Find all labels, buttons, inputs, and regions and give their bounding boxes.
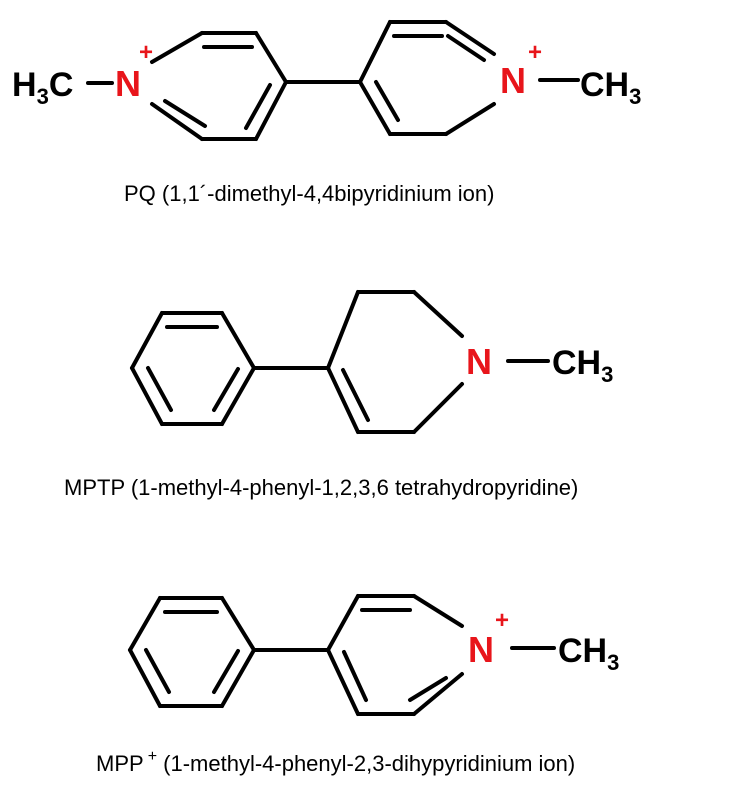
pq-right-ring: [358, 20, 496, 136]
mpp-caption-prefix: MPP: [96, 751, 144, 776]
mpp-caption-rest: (1-methyl-4-phenyl-2,3-dihypyridinium io…: [157, 751, 575, 776]
molecule-mpp: N + CH3 MPP+ (1-methyl-4-phenyl-2,3-dihy…: [96, 594, 619, 776]
mptp-nitrogen: N: [466, 341, 492, 382]
mptp-tetrahydropyridine-ring: [326, 290, 464, 434]
mpp-methyl-label: CH3: [558, 632, 619, 675]
mptp-methyl-label: CH3: [552, 344, 613, 387]
pq-right-charge: +: [528, 39, 542, 66]
mpp-charge: +: [495, 607, 509, 634]
pq-left-nitrogen: N: [115, 63, 141, 104]
mptp-caption: MPTP (1-methyl-4-phenyl-1,2,3,6 tetrahyd…: [64, 475, 578, 500]
pq-left-charge: +: [139, 39, 153, 66]
mpp-benzene-ring: [128, 596, 256, 708]
mpp-pyridinium-ring: [326, 594, 464, 716]
pq-right-nitrogen: N: [500, 60, 526, 101]
pq-caption: PQ (1,1´-dimethyl-4,4bipyridinium ion): [124, 181, 494, 206]
pq-right-methyl-label: CH3: [580, 66, 641, 109]
molecule-pq: H3C N + N + CH3 PQ (1,1´-dimethyl-4,4bip…: [12, 20, 641, 206]
mptp-benzene-ring: [130, 311, 256, 426]
pq-left-ring: [150, 31, 288, 141]
molecule-mptp: N CH3 MPTP (1-methyl-4-phenyl-1,2,3,6 te…: [64, 290, 613, 500]
mpp-nitrogen: N: [468, 629, 494, 670]
mpp-caption: MPP+ (1-methyl-4-phenyl-2,3-dihypyridini…: [96, 748, 575, 776]
pq-left-methyl-label: H3C: [12, 66, 73, 109]
mpp-caption-superscript: +: [148, 748, 157, 765]
